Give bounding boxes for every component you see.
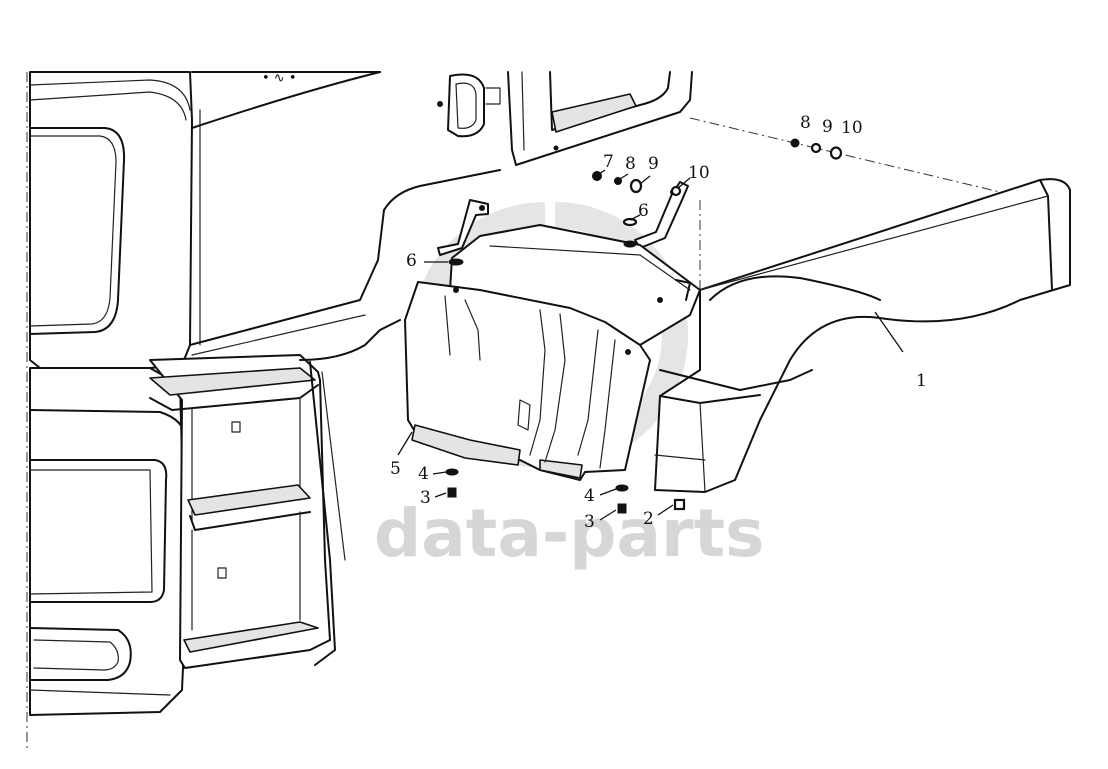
callout-1: 1 — [916, 371, 927, 391]
mudguard-part-5 — [404, 224, 701, 481]
leader-lines — [397, 169, 904, 521]
fender-body — [654, 178, 1071, 493]
washer-10-mid — [670, 185, 682, 197]
step-lower — [183, 621, 319, 653]
callout-3-left: 3 — [420, 488, 431, 508]
mudguard-flap-left — [411, 424, 521, 466]
sleeper-vent — [551, 93, 637, 133]
access-steps — [149, 354, 331, 669]
nut-8-mid — [614, 177, 622, 185]
bolt-3-right — [617, 503, 627, 514]
callout-9-mid: 9 — [648, 154, 659, 174]
cab-bumper — [29, 367, 187, 716]
callout-8-mid: 8 — [625, 154, 636, 174]
callout-6-right: 6 — [638, 201, 649, 221]
reference-lines — [26, 72, 1001, 748]
washer-10-top — [829, 146, 843, 160]
clip-2 — [673, 498, 686, 511]
cab-window — [29, 127, 126, 335]
callout-6-left: 6 — [406, 251, 417, 271]
washer-4-right — [615, 484, 629, 492]
washer-9-mid — [629, 178, 643, 194]
callout-9-top: 9 — [822, 117, 833, 137]
step-frame — [149, 354, 331, 669]
callout-3-right: 3 — [584, 512, 595, 532]
fog-lamp — [29, 627, 132, 681]
callout-labels: 1 2 3 3 4 4 5 6 6 7 8 8 9 9 10 10 — [390, 113, 927, 532]
callout-8-top: 8 — [800, 113, 811, 133]
cab-side — [189, 71, 693, 666]
watermark-text: data-parts — [374, 495, 764, 572]
spacer-6-left — [448, 258, 464, 266]
step-middle — [187, 484, 311, 516]
callout-5: 5 — [390, 459, 401, 479]
washer-4-left — [445, 468, 459, 476]
callout-10-top: 10 — [841, 118, 863, 138]
door-handle — [447, 73, 485, 138]
callout-10-mid: 10 — [688, 163, 710, 183]
washer-9-top — [810, 142, 822, 154]
mudguard-flap-right — [539, 459, 583, 479]
spacer-6-right — [622, 217, 638, 227]
callout-4-right: 4 — [584, 486, 595, 506]
fender-part-1 — [654, 178, 1071, 493]
callout-7: 7 — [603, 152, 614, 172]
bracket-left — [437, 199, 489, 256]
svg-text:• ∿ •: • ∿ • — [262, 71, 297, 86]
cab-front-corner: • ∿ • — [29, 71, 381, 716]
centerline-top — [689, 117, 1001, 193]
bolt-3-left — [447, 487, 457, 498]
step-upper — [149, 367, 316, 396]
nut-8-top — [790, 138, 800, 148]
callout-2: 2 — [643, 509, 654, 529]
callout-4-left: 4 — [418, 464, 429, 484]
hardware — [445, 138, 843, 514]
